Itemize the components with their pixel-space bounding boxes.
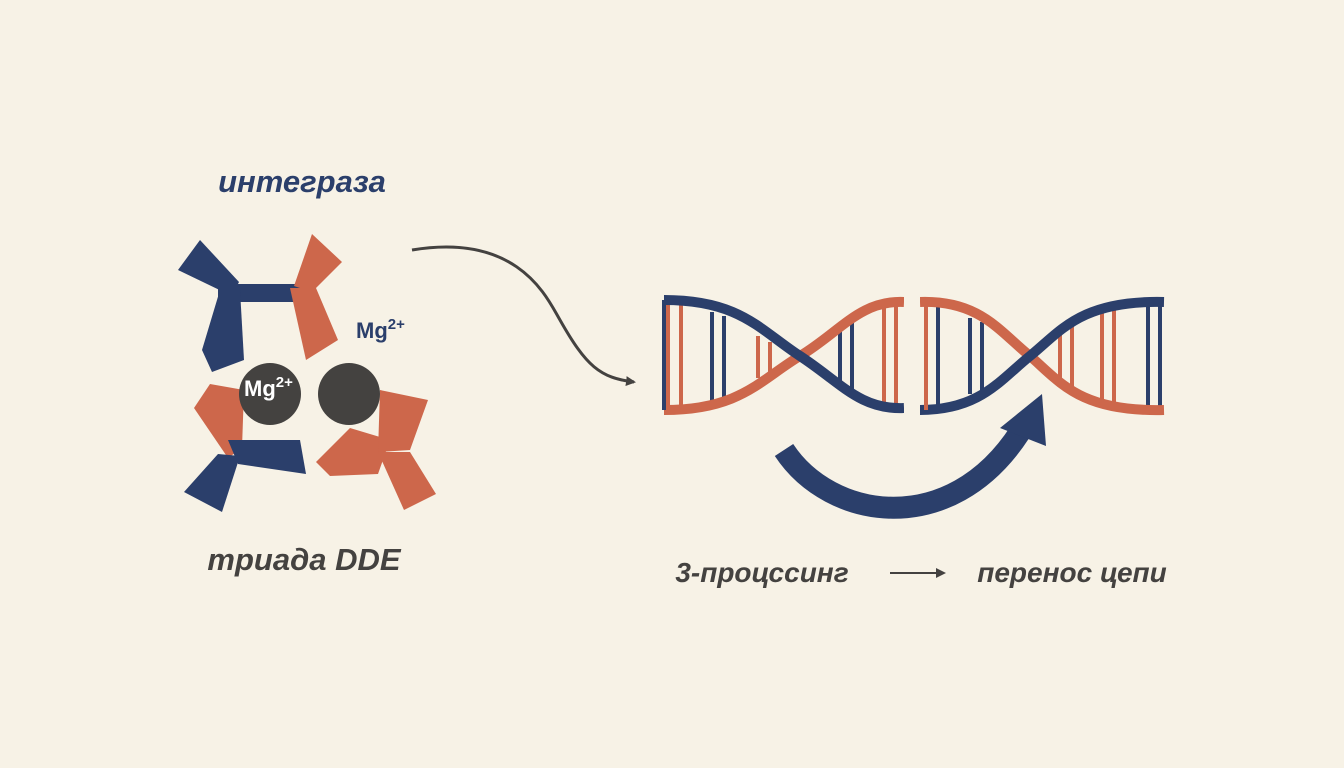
dna-strand-left-orange bbox=[663, 296, 904, 415]
protein-domain-bottom-left bbox=[184, 384, 306, 512]
dna-strand-right-navy bbox=[920, 296, 1165, 415]
mg-ion-right bbox=[318, 363, 380, 425]
protein-domain-top-right bbox=[290, 234, 342, 360]
protein-domain-top-left bbox=[178, 240, 305, 372]
base-pairs-left bbox=[666, 302, 898, 410]
base-pairs-right bbox=[924, 300, 1162, 410]
dna-segment-left bbox=[662, 295, 904, 415]
curved-arrow-icon bbox=[411, 245, 636, 387]
strand-transfer-label: перенос цепи bbox=[977, 557, 1167, 588]
mg-ion-left bbox=[239, 363, 301, 425]
integrase-title: интеграза bbox=[218, 164, 386, 199]
dde-triad-label: триада DDE bbox=[207, 542, 401, 577]
processing-label: 3-процссинг bbox=[675, 557, 848, 588]
dna-segment-right bbox=[920, 296, 1165, 416]
mg-floating-label: Mg2+ bbox=[356, 316, 405, 343]
dna-strand-right-orange bbox=[920, 296, 1165, 416]
mg-ion-label: Mg2+ bbox=[244, 374, 293, 401]
protein-domain-bottom-right bbox=[316, 390, 436, 510]
integrase-protein-cluster: Mg2+ Mg2+ bbox=[178, 234, 436, 512]
strand-transfer-arrow bbox=[774, 394, 1046, 519]
dna-strand-left-navy bbox=[663, 295, 904, 414]
curved-arrow-icon bbox=[774, 425, 1030, 519]
